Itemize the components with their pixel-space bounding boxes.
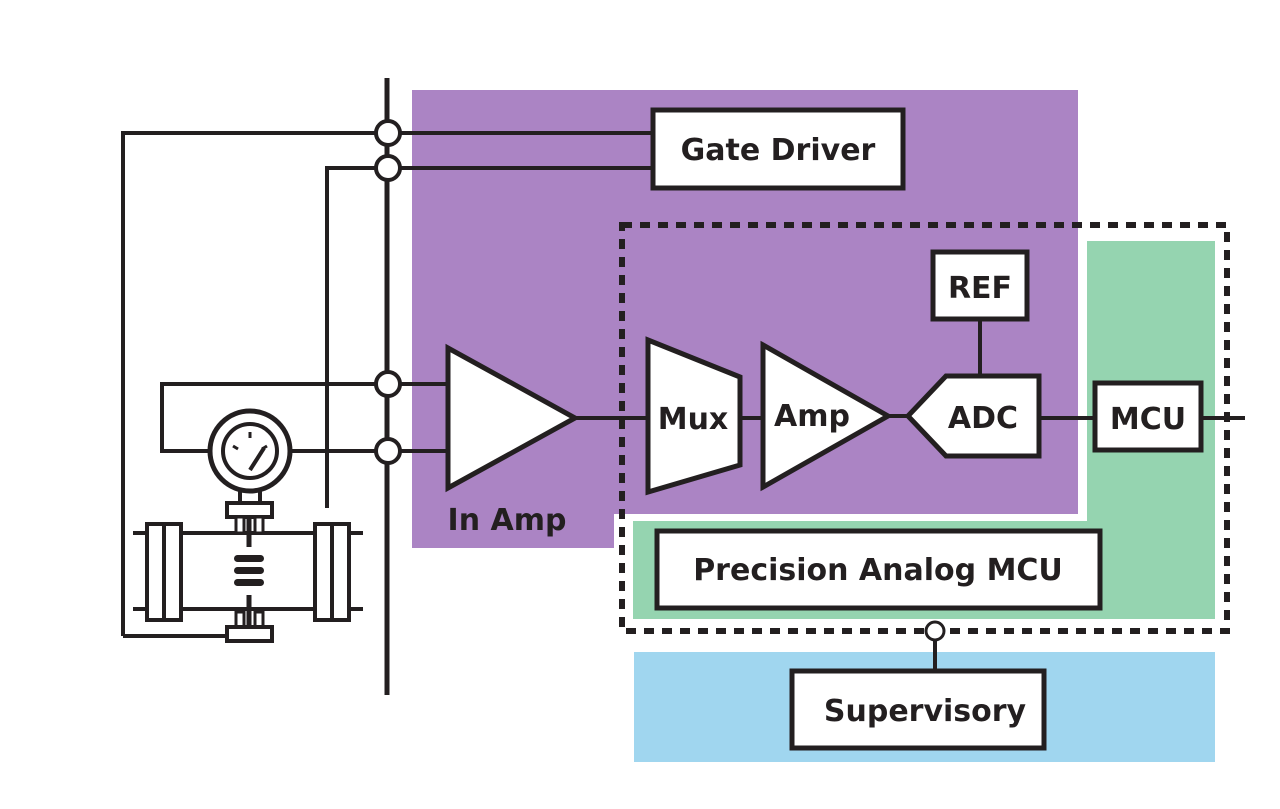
pressure-gauge-icon	[207, 408, 293, 519]
gate-driver-label: Gate Driver	[681, 133, 876, 168]
mcu-block	[1092, 380, 1204, 453]
bus-node-1	[374, 119, 402, 147]
bus-node-4	[374, 437, 402, 465]
supervisory-label: Supervisory	[824, 694, 1027, 729]
bus-node-3	[374, 370, 402, 398]
in-amp-label: In Amp	[448, 503, 567, 538]
wire-gate-1	[121, 131, 654, 636]
in-amp-triangle	[445, 343, 581, 493]
precision-analog-mcu-block	[654, 528, 1103, 611]
mcu-dashed-boundary	[619, 222, 1230, 634]
mcu-label: MCU	[1110, 402, 1186, 437]
supervisory-block	[789, 668, 1047, 751]
wire-gate-2	[325, 166, 654, 508]
precision-analog-mcu-label: Precision Analog MCU	[693, 553, 1063, 588]
amp-label: Amp	[774, 399, 850, 434]
purple-region-extension	[412, 514, 614, 548]
amp-triangle	[760, 340, 894, 492]
adc-label: ADC	[948, 401, 1018, 436]
pipe-flange-icon	[133, 515, 363, 643]
mux-label: Mux	[658, 402, 729, 437]
gate-driver-block	[650, 107, 906, 191]
ref-label: REF	[948, 271, 1012, 306]
wire-sense-pos	[160, 382, 448, 453]
supervisory-node	[924, 620, 946, 642]
mux-block	[645, 336, 743, 496]
ref-block	[930, 249, 1030, 322]
bus-node-2	[374, 154, 402, 182]
